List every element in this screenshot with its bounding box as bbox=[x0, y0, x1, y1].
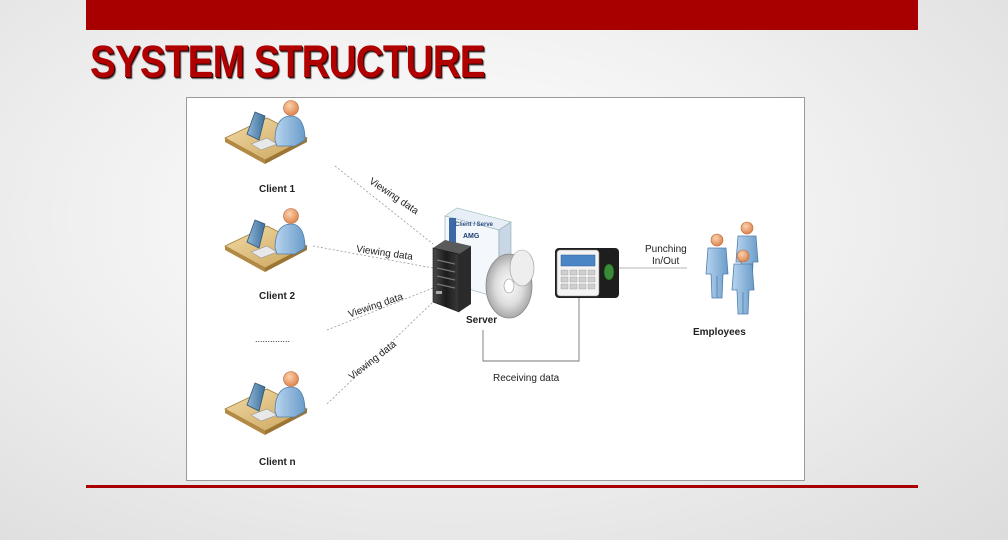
clients-ellipsis: .............. bbox=[255, 334, 291, 344]
system-structure-diagram: Client 1 Client 2 Client n .............… bbox=[186, 97, 805, 481]
client-2-label: Client 2 bbox=[259, 291, 296, 302]
software-box-text: Client / Serve bbox=[455, 222, 494, 228]
top-accent-bar bbox=[86, 0, 918, 30]
server-label: Server bbox=[466, 315, 498, 326]
client-workstation-icon bbox=[224, 100, 308, 165]
employees-group-icon bbox=[705, 221, 759, 315]
punching-label-inout: In/Out bbox=[652, 256, 680, 267]
cd-disc-icon bbox=[485, 249, 535, 319]
diagram-canvas bbox=[224, 100, 759, 436]
employees-label: Employees bbox=[693, 327, 746, 338]
punching-label: Punching bbox=[645, 244, 687, 255]
receiving-data-label: Receiving data bbox=[493, 373, 560, 384]
client-1-label: Client 1 bbox=[259, 184, 296, 195]
server-tower-icon bbox=[432, 240, 471, 313]
receiving-line bbox=[482, 298, 580, 362]
bottom-accent-line bbox=[86, 485, 918, 488]
connection-lines bbox=[312, 165, 434, 405]
client-n-label: Client n bbox=[259, 457, 296, 468]
software-brand-text: AMG bbox=[463, 233, 480, 240]
slide-title: SYSTEM STRUCTURE bbox=[90, 36, 486, 87]
client-workstation-icon bbox=[224, 208, 308, 273]
client-workstation-icon bbox=[224, 371, 308, 436]
fingerprint-terminal-icon bbox=[555, 248, 619, 298]
